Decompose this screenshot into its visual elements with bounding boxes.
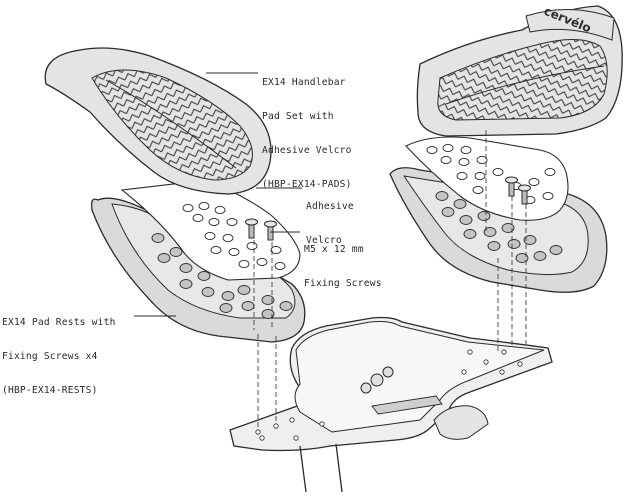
callout-pad-rests: EX14 Pad Rests with Fixing Screws x4 (HB… bbox=[2, 294, 116, 408]
bracket-bolt bbox=[360, 382, 372, 394]
callout-line: EX14 Handlebar bbox=[262, 76, 346, 88]
right-fixing-screws bbox=[505, 176, 531, 205]
callout-line: (HBP-EX14-RESTS) bbox=[2, 385, 98, 397]
callout-line: Adhesive Velcro bbox=[262, 145, 352, 157]
callout-line: Pad Set with bbox=[262, 111, 334, 123]
left-velcro bbox=[120, 179, 301, 281]
right-pad-surface bbox=[437, 39, 608, 121]
right-handlebar-pad: cervélo bbox=[416, 4, 623, 137]
right-rest-holes bbox=[435, 191, 563, 263]
callout-handlebar-pad-set: EX14 Handlebar Pad Set with Adhesive Vel… bbox=[262, 54, 352, 202]
left-pad-surface bbox=[91, 69, 253, 181]
left-fixing-screws bbox=[245, 218, 277, 241]
callout-line: Adhesive bbox=[306, 200, 354, 212]
callout-line: (HBP-EX14-PADS) bbox=[262, 179, 352, 191]
bracket-top-face bbox=[294, 321, 545, 433]
callout-line: Fixing Screws bbox=[304, 278, 382, 290]
bracket-slot bbox=[371, 395, 443, 415]
callout-line: EX14 Pad Rests with bbox=[2, 316, 116, 328]
right-pad-tip bbox=[525, 9, 615, 41]
callout-adhesive-velcro: Adhesive Velcro bbox=[306, 178, 354, 258]
bracket-holes bbox=[255, 349, 523, 441]
left-velcro-sheet bbox=[120, 179, 301, 281]
bracket-clamp bbox=[433, 405, 489, 440]
extension-bracket bbox=[229, 316, 553, 493]
right-pad-seam bbox=[445, 65, 605, 105]
callout-fixing-screws: M5 x 12 mm Fixing Screws bbox=[304, 221, 382, 301]
bracket-bolt bbox=[382, 366, 394, 378]
alignment-lines bbox=[253, 130, 527, 430]
leader-lines bbox=[134, 72, 302, 317]
right-velcro bbox=[405, 136, 569, 221]
bracket-bolt bbox=[370, 373, 384, 387]
left-handlebar-pad bbox=[44, 47, 272, 195]
left-velcro-holes bbox=[182, 201, 286, 271]
callout-line: M5 x 12 mm bbox=[304, 243, 364, 255]
callout-line: Fixing Screws x4 bbox=[2, 351, 98, 363]
callout-line: Velcro bbox=[306, 235, 342, 247]
left-rest-holes bbox=[151, 233, 293, 319]
left-pad-seam bbox=[105, 79, 237, 169]
extension-bar bbox=[299, 443, 343, 493]
